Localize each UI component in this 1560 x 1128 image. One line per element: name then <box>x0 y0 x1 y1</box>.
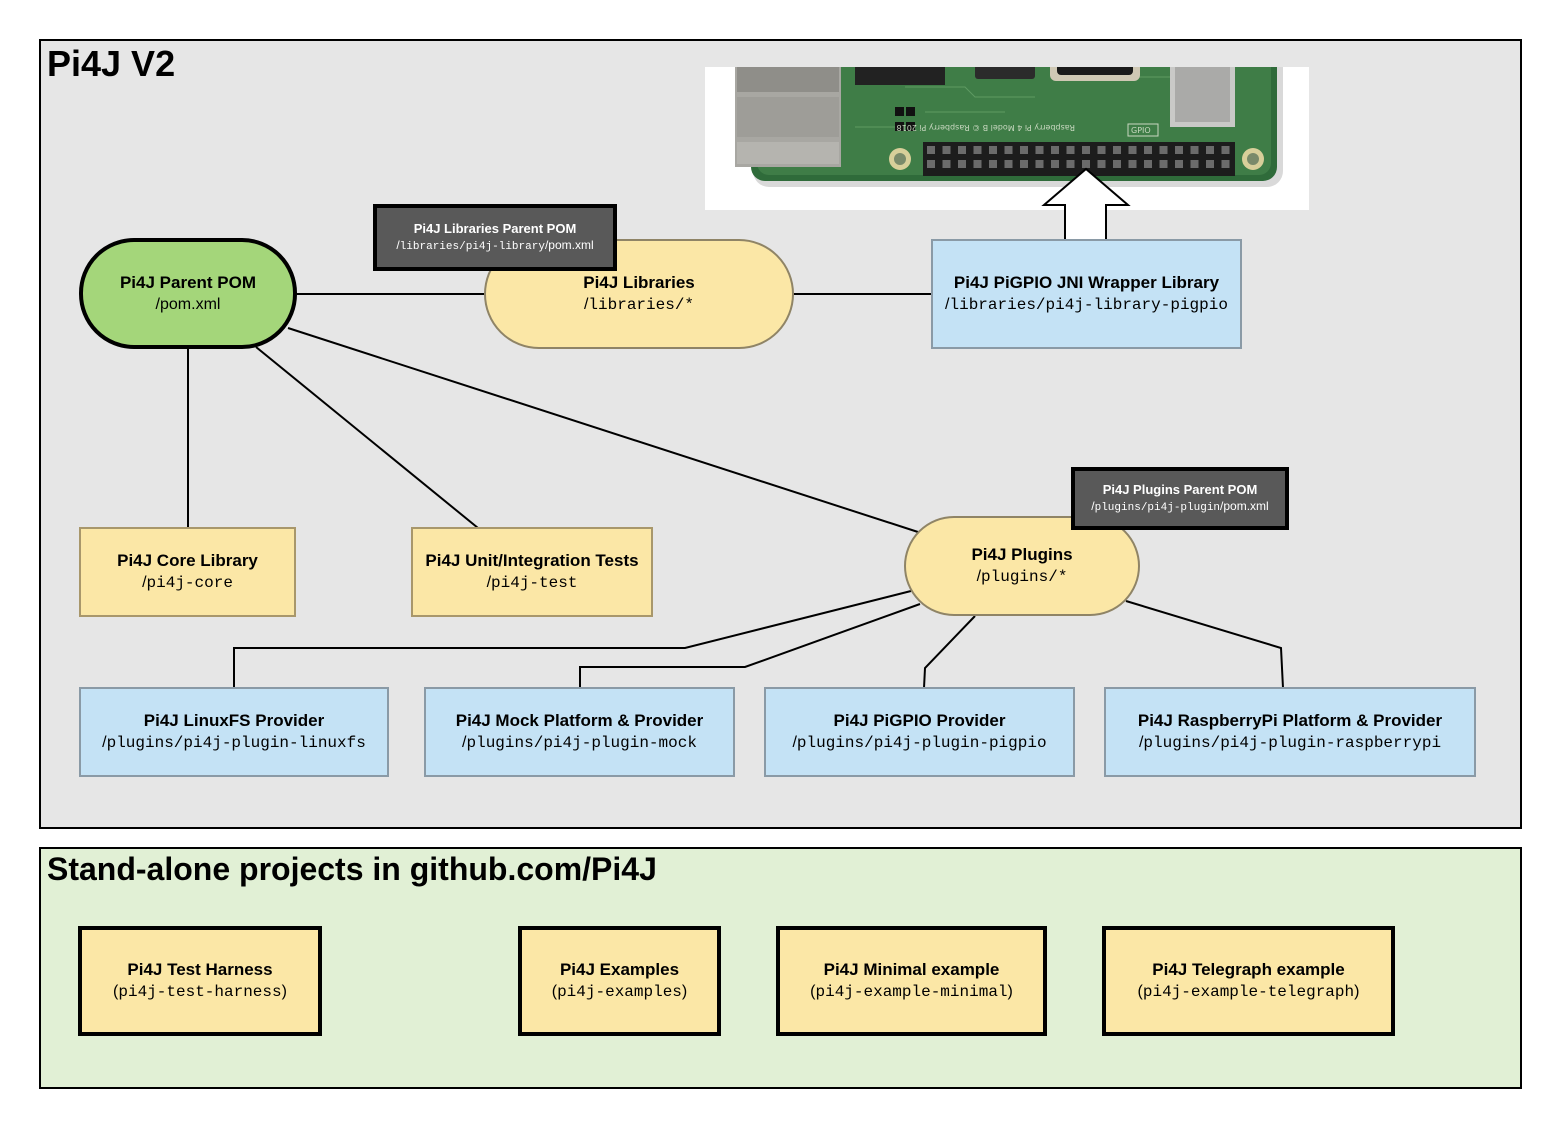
plugins-parent-pom-label: Pi4J Plugins Parent POM /plugins/pi4j-pl… <box>1071 467 1289 530</box>
tests-path: pi4j-test <box>491 574 578 592</box>
standalone-panel-title: Stand-alone projects in github.com/Pi4J <box>47 851 657 887</box>
libraries-title: Pi4J Libraries <box>583 273 695 292</box>
standalone-project-test-harness[interactable]: Pi4J Test Harness (pi4j-test-harness) <box>78 926 322 1036</box>
pigpio-provider-node[interactable]: Pi4J PiGPIO Provider /plugins/pi4j-plugi… <box>764 687 1075 777</box>
core-library-title: Pi4J Core Library <box>117 551 258 570</box>
standalone-project-examples[interactable]: Pi4J Examples (pi4j-examples) <box>518 926 721 1036</box>
parent-pom-path: /pom.xml <box>155 295 221 313</box>
parent-pom-node[interactable]: Pi4J Parent POM /pom.xml <box>79 238 297 349</box>
svg-text:GPIO: GPIO <box>1131 126 1151 135</box>
mock-provider-path: plugins/pi4j-plugin-mock <box>466 734 697 752</box>
tests-node[interactable]: Pi4J Unit/Integration Tests /pi4j-test <box>411 527 653 617</box>
pigpio-jni-path: libraries/pi4j-library-pigpio <box>949 296 1228 314</box>
linuxfs-provider-path: plugins/pi4j-plugin-linuxfs <box>106 734 366 752</box>
standalone-project-path: pi4j-example-minimal <box>815 983 1008 1001</box>
standalone-project-title: Pi4J Examples <box>559 960 680 979</box>
core-library-node[interactable]: Pi4J Core Library /pi4j-core <box>79 527 296 617</box>
mock-provider-node[interactable]: Pi4J Mock Platform & Provider /plugins/p… <box>424 687 735 777</box>
standalone-project-minimal[interactable]: Pi4J Minimal example (pi4j-example-minim… <box>776 926 1047 1036</box>
standalone-project-title: Pi4J Minimal example <box>823 960 1000 979</box>
standalone-project-path: pi4j-example-telegraph <box>1142 983 1355 1001</box>
mock-provider-title: Pi4J Mock Platform & Provider <box>455 711 704 730</box>
standalone-project-title: Pi4J Test Harness <box>127 960 273 979</box>
raspberry-pi-board-icon: Raspberry Pi 4 Model B © Raspberry Pi 20… <box>735 67 1283 187</box>
standalone-project-title: Pi4J Telegraph example <box>1152 960 1345 979</box>
standalone-project-telegraph[interactable]: Pi4J Telegraph example (pi4j-example-tel… <box>1102 926 1395 1036</box>
plugins-title: Pi4J Plugins <box>971 545 1073 564</box>
core-library-path: pi4j-core <box>146 574 233 592</box>
tests-title: Pi4J Unit/Integration Tests <box>425 551 639 570</box>
linuxfs-provider-node[interactable]: Pi4J LinuxFS Provider /plugins/pi4j-plug… <box>79 687 389 777</box>
plugins-path: plugins/* <box>981 568 1068 586</box>
raspberrypi-provider-path: plugins/pi4j-plugin-raspberrypi <box>1143 734 1442 752</box>
pigpio-jni-title: Pi4J PiGPIO JNI Wrapper Library <box>953 273 1220 292</box>
plugins-parent-pom-title: Pi4J Plugins Parent POM <box>1102 482 1258 497</box>
libraries-parent-pom-label: Pi4J Libraries Parent POM /libraries/pi4… <box>373 204 617 271</box>
pigpio-provider-title: Pi4J PiGPIO Provider <box>833 711 1006 730</box>
main-panel-title: Pi4J V2 <box>47 43 176 84</box>
standalone-project-path: pi4j-examples <box>557 983 682 1001</box>
pigpio-provider-path: plugins/pi4j-plugin-pigpio <box>796 734 1047 752</box>
raspberry-pi-photo: Raspberry Pi 4 Model B © Raspberry Pi 20… <box>705 67 1309 210</box>
pigpio-jni-node[interactable]: Pi4J PiGPIO JNI Wrapper Library /librari… <box>931 239 1242 349</box>
raspberrypi-provider-title: Pi4J RaspberryPi Platform & Provider <box>1137 711 1443 730</box>
libraries-node[interactable]: Pi4J Libraries /libraries/* <box>484 239 794 349</box>
standalone-project-path: pi4j-test-harness <box>118 983 282 1001</box>
raspberrypi-provider-node[interactable]: Pi4J RaspberryPi Platform & Provider /pl… <box>1104 687 1476 777</box>
libraries-path: libraries/* <box>588 296 695 314</box>
plugins-node[interactable]: Pi4J Plugins /plugins/* <box>904 516 1140 616</box>
svg-text:Raspberry Pi 4 Model B © Raspb: Raspberry Pi 4 Model B © Raspberry Pi 20… <box>897 123 1075 132</box>
libraries-parent-pom-title: Pi4J Libraries Parent POM <box>413 221 577 236</box>
linuxfs-provider-title: Pi4J LinuxFS Provider <box>143 711 325 730</box>
parent-pom-title: Pi4J Parent POM <box>119 272 257 292</box>
